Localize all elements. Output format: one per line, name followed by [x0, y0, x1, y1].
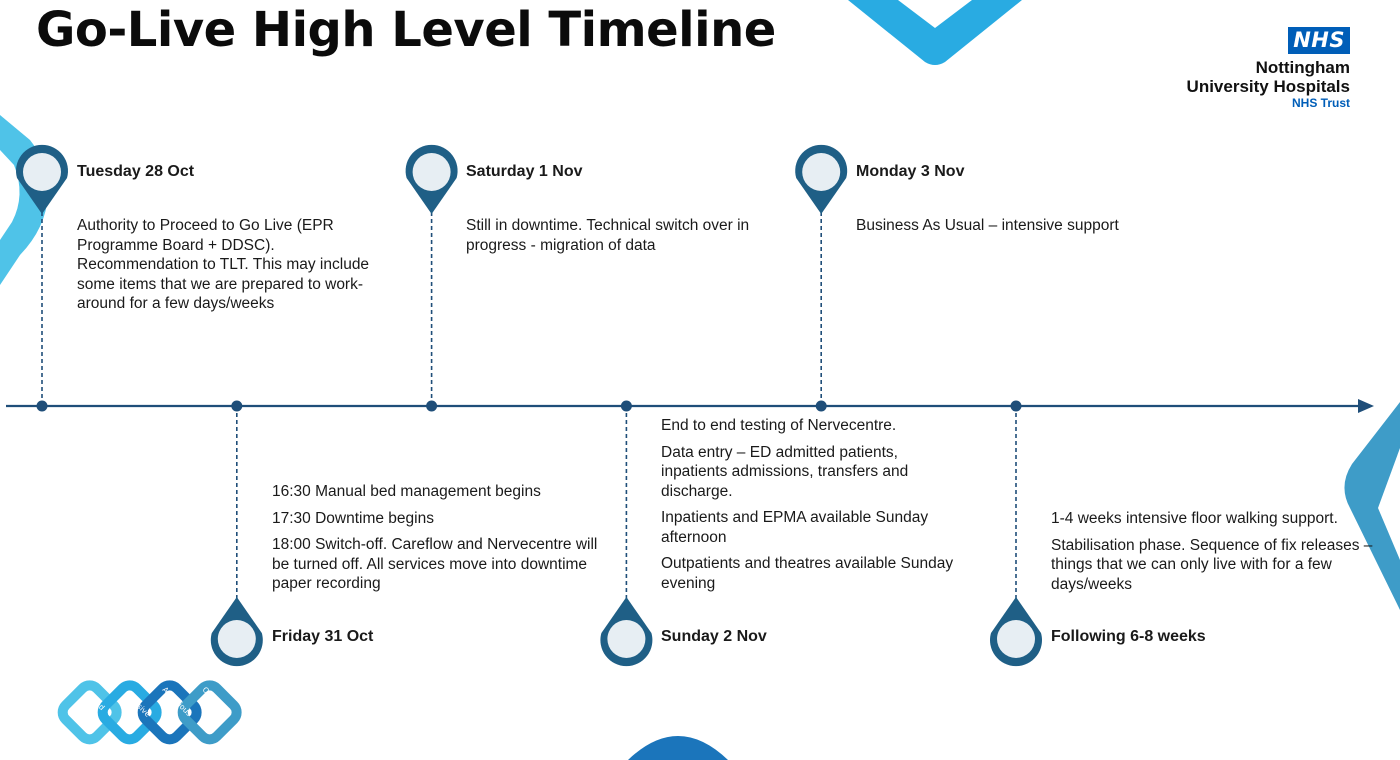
trust-values-badges: Kind Inclusive Ambitious One team [57, 680, 242, 745]
org-trust: NHS Trust [1291, 96, 1350, 110]
timeline-dot [620, 400, 632, 412]
map-pin-inner [23, 153, 61, 191]
milestone-description: Business As Usual – intensive support [856, 216, 1176, 243]
milestone-date: Saturday 1 Nov [466, 163, 583, 180]
description-line: Still in downtime. Technical switch over… [466, 217, 750, 254]
milestone-description: 16:30 Manual bed management begins 17:30… [272, 482, 612, 601]
description-line: 18:00 Switch-off. Careflow and Nervecent… [272, 536, 598, 592]
milestone-description: End to end testing of Nervecentre. Data … [661, 416, 961, 600]
description-line: Authority to Proceed to Go Live (EPR Pro… [77, 217, 370, 312]
milestone-description: Still in downtime. Technical switch over… [466, 216, 786, 262]
milestone-date: Monday 3 Nov [856, 163, 965, 180]
nhs-badge: NHS [1288, 27, 1350, 54]
milestone-date: Tuesday 28 Oct [77, 163, 195, 180]
milestone-date: Friday 31 Oct [272, 628, 374, 645]
timeline-dot [231, 400, 243, 412]
top-chevron-inner [898, 0, 972, 28]
milestone-date: Sunday 2 Nov [661, 628, 767, 645]
description-line: Business As Usual – intensive support [856, 217, 1119, 234]
value-badge-kind [57, 680, 122, 745]
org-name-line1: Nottingham [1255, 58, 1350, 77]
milestone-date: Following 6-8 weeks [1051, 628, 1206, 645]
map-pin-inner [997, 620, 1035, 658]
timeline-dot [426, 400, 438, 412]
timeline-dot [1010, 400, 1022, 412]
right-edge-decoration [1344, 402, 1400, 610]
map-pin-inner [607, 620, 646, 658]
description-line: Outpatients and theatres available Sunda… [661, 555, 954, 592]
timeline-dot [36, 400, 48, 412]
bottom-semicircle-decoration [628, 736, 728, 760]
value-badge-ambitious [137, 680, 202, 745]
milestone-description: Authority to Proceed to Go Live (EPR Pro… [77, 216, 397, 321]
timeline-dot [815, 400, 827, 412]
map-pin-inner [802, 153, 841, 191]
value-badge-inclusive [97, 680, 162, 745]
org-name-line2: University Hospitals [1186, 77, 1350, 96]
page-title: Go-Live High Level Timeline [36, 2, 776, 58]
map-pin-inner [217, 620, 256, 658]
description-line: Stabilisation phase. Sequence of fix rel… [1051, 536, 1373, 593]
right-edge-decoration-inner [1378, 448, 1400, 560]
description-line: 17:30 Downtime begins [272, 509, 434, 527]
description-line: Data entry – ED admitted patients, inpat… [661, 443, 909, 500]
milestone-description: 1-4 weeks intensive floor walking suppor… [1051, 509, 1381, 601]
left-edge-decoration-inner [0, 150, 20, 240]
nhs-logo: NHS Nottingham University Hospitals NHS … [1187, 27, 1350, 110]
top-chevron-decoration [848, 0, 1022, 65]
value-badge-one-team [177, 680, 242, 745]
timeline-arrowhead [1358, 399, 1374, 413]
description-line: 16:30 Manual bed management begins [272, 483, 541, 500]
description-line: 1-4 weeks intensive floor walking suppor… [1051, 510, 1338, 527]
map-pin-inner [412, 153, 451, 191]
description-line: Inpatients and EPMA available Sunday aft… [661, 509, 929, 546]
description-line: End to end testing of Nervecentre. [661, 417, 897, 434]
